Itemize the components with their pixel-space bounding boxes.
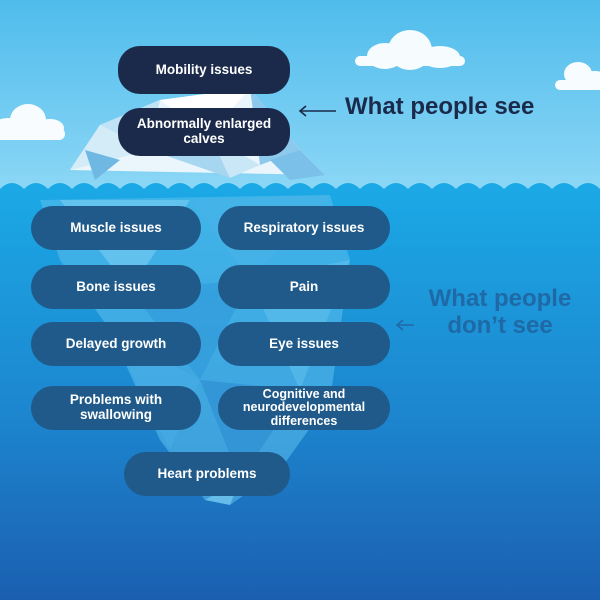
respiratory-issues-pill: Respiratory issues	[218, 206, 390, 250]
cognitive-differences-pill: Cognitive and neurodevelopmental differe…	[218, 386, 390, 430]
cloud-icon	[555, 62, 600, 90]
delayed-growth-pill: Delayed growth	[31, 322, 201, 366]
bone-issues-pill: Bone issues	[31, 265, 201, 309]
heart-problems-pill: Heart problems	[124, 452, 290, 496]
abnormally-enlarged-calves-pill: Abnormally enlarged calves	[118, 108, 290, 156]
cloud-icon	[0, 104, 65, 140]
what-people-see-label: What people see	[345, 93, 535, 120]
cloud-icon	[355, 30, 465, 70]
eye-issues-pill: Eye issues	[218, 322, 390, 366]
mobility-issues-pill: Mobility issues	[118, 46, 290, 94]
muscle-issues-pill: Muscle issues	[31, 206, 201, 250]
callout-arrow-icon	[298, 105, 336, 117]
callout-arrow-icon	[395, 319, 414, 331]
pain-pill: Pain	[218, 265, 390, 309]
what-people-dont-see-label: What people don’t see	[428, 285, 572, 339]
problems-with-swallowing-pill: Problems with swallowing	[31, 386, 201, 430]
